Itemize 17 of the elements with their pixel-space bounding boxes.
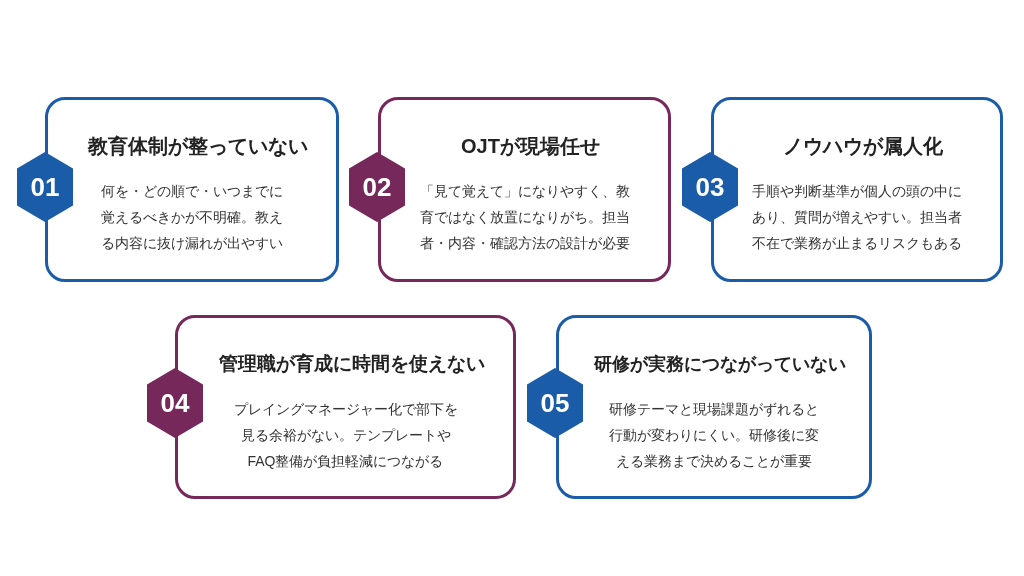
card-title: ノウハウが属人化 xyxy=(783,134,943,159)
number-hexagon xyxy=(17,152,73,222)
step-number: 03 xyxy=(695,174,725,200)
card-description: プレイングマネージャー化で部下を見る余裕がない。テンプレートやFAQ整備が負担軽減につながる xyxy=(233,400,458,471)
step-number: 05 xyxy=(540,390,570,416)
card-description: 研修テーマと現場課題がずれると行動が変わりにくい。研修後に変える業務まで決めることが重要 xyxy=(608,400,820,471)
card-title: OJTが現場任せ xyxy=(461,134,600,159)
card-title: 教育体制が整っていない xyxy=(88,134,308,159)
card-description: 「見て覚えて」になりやすく、教育ではなく放置になりがち。担当者・内容・確認方法の設計が必要 xyxy=(419,182,630,253)
step-number: 01 xyxy=(30,174,60,200)
number-hexagon xyxy=(147,368,203,438)
card-title: 研修が実務につながっていない xyxy=(594,353,846,376)
card-title: 管理職が育成に時間を使えない xyxy=(218,352,485,376)
step-number: 02 xyxy=(362,174,392,200)
card-description: 手順や判断基準が個人の頭の中にあり、質問が増えやすい。担当者不在で業務が止まるリスクもある xyxy=(751,182,963,253)
step-number: 04 xyxy=(160,390,190,416)
card-description: 何を・どの順で・いつまでに覚えるべきかが不明確。教える内容に抜け漏れが出やすい xyxy=(100,182,284,253)
